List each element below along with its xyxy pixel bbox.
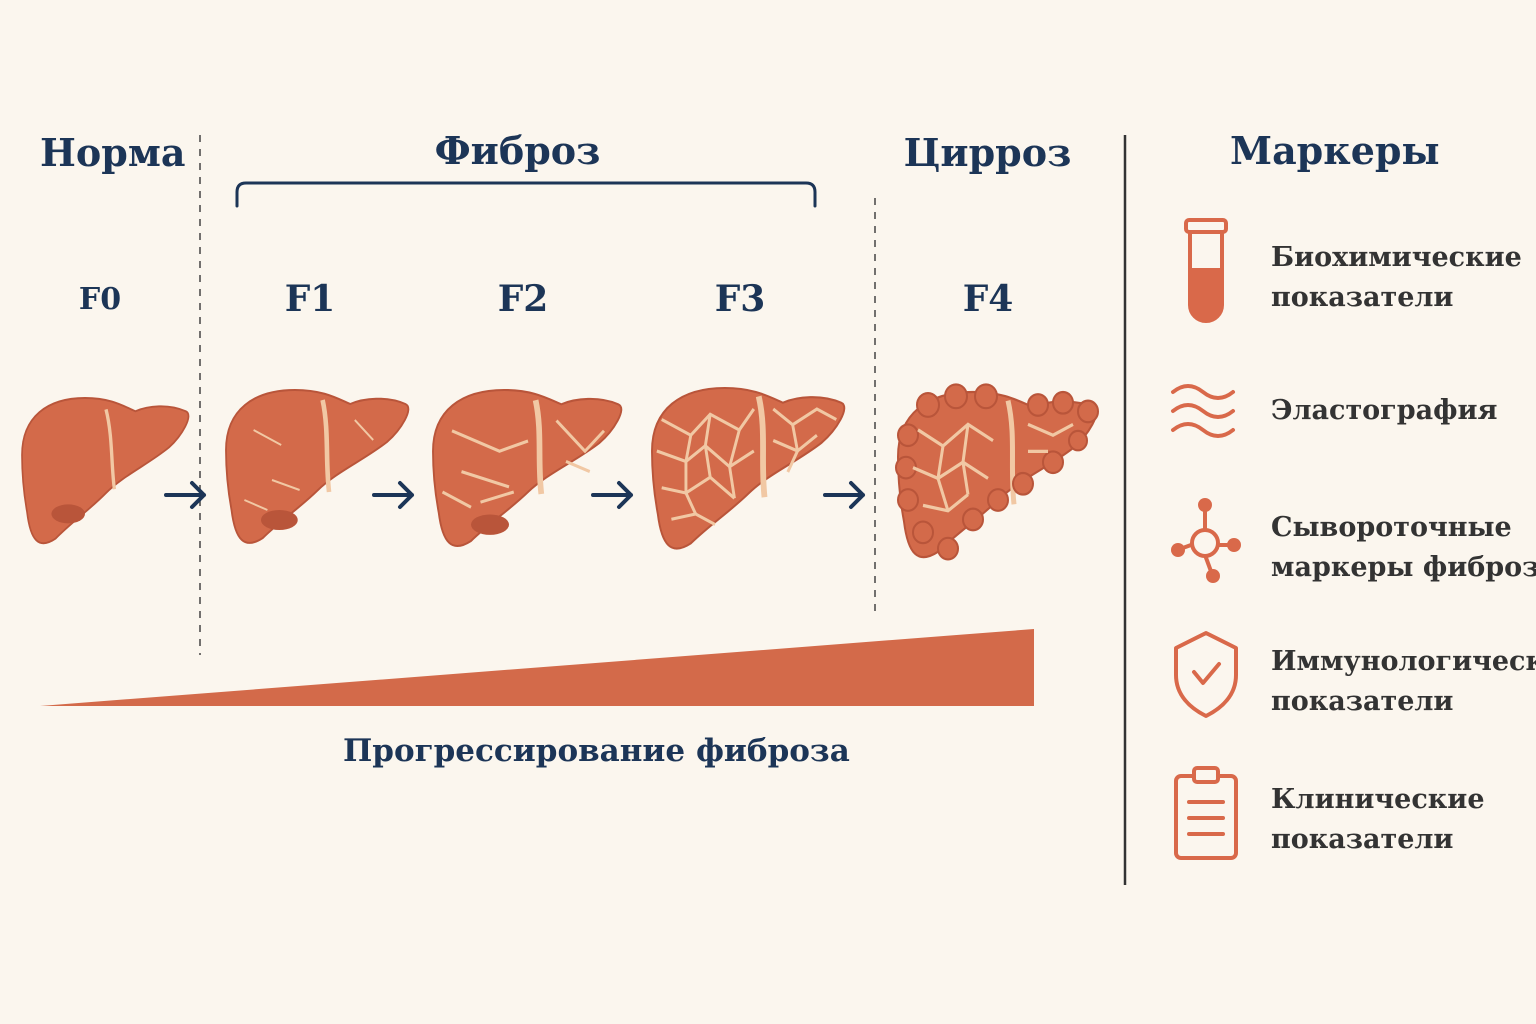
marker-label-line2: показатели	[1271, 686, 1454, 717]
liver-f3-icon	[650, 386, 846, 550]
marker-label-line2: показатели	[1271, 824, 1454, 855]
marker-serum: Сывороточные маркеры фиброза	[1271, 508, 1536, 588]
progress-wedge	[40, 629, 1034, 706]
arrow-icon	[591, 481, 633, 509]
clipboard-icon	[1174, 766, 1238, 860]
shield-check-icon	[1174, 631, 1238, 718]
test-tube-icon	[1184, 218, 1228, 323]
marker-label-line2: показатели	[1271, 282, 1454, 313]
liver-f2-icon	[431, 388, 623, 548]
stage-f3: F3	[714, 278, 766, 320]
marker-label-line1: Клинические	[1271, 784, 1485, 815]
marker-label-line1: Биохимические	[1271, 242, 1522, 273]
arrow-icon	[823, 481, 865, 509]
marker-elastography: Эластография	[1271, 391, 1497, 431]
marker-biochemical: Биохимические показатели	[1271, 238, 1522, 318]
molecule-icon	[1171, 498, 1241, 583]
header-norm: Норма	[40, 130, 186, 175]
marker-label-line1: Иммунологические	[1271, 646, 1536, 677]
waves-icon	[1171, 384, 1235, 438]
liver-f4-icon	[895, 383, 1099, 561]
stage-f4: F4	[962, 278, 1014, 320]
fibrosis-bracket	[235, 181, 817, 208]
header-markers: Маркеры	[1230, 128, 1440, 173]
liver-f1-icon	[225, 389, 410, 544]
header-fibrosis: Фиброз	[434, 128, 601, 173]
marker-immunological: Иммунологические показатели	[1271, 642, 1536, 722]
marker-clinical: Клинические показатели	[1271, 780, 1485, 860]
marker-label-line1: Сывороточные	[1271, 512, 1512, 543]
stage-f2: F2	[497, 278, 549, 320]
marker-label-line1: Эластография	[1271, 395, 1498, 426]
stage-f1: F1	[284, 278, 336, 320]
marker-label-line2: маркеры фиброза	[1271, 552, 1536, 583]
arrow-icon	[372, 481, 414, 509]
liver-f0-icon	[21, 397, 190, 545]
progress-label: Прогрессирование фиброза	[343, 733, 850, 769]
stage-f0: F0	[78, 282, 122, 317]
arrow-icon	[164, 481, 206, 509]
header-cirrhosis: Цирроз	[903, 130, 1072, 175]
